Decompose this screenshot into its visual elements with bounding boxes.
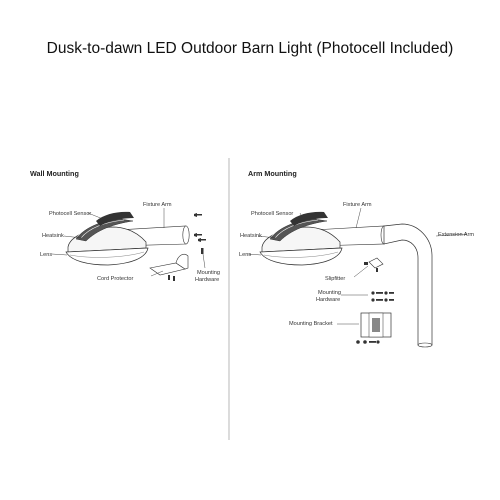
slipfitter-label: Slipfitter (325, 276, 345, 282)
wall-leader-lines (51, 208, 206, 277)
extension-arm (383, 223, 433, 348)
extension-arm-label: Extension Arm (438, 232, 474, 238)
wall-light-fixture (65, 211, 190, 266)
wall-mounting-hardware-label-line1: Mounting (197, 270, 220, 276)
arm-light-fixture (259, 211, 388, 266)
arm-mounting-bolts (371, 291, 394, 302)
page-title: Dusk-to-dawn LED Outdoor Barn Light (Pho… (46, 40, 454, 57)
arm-leader-lines (247, 207, 468, 325)
cord-protector (149, 253, 189, 281)
arm-mounting-heading: Arm Mounting (248, 169, 297, 178)
wall-mounting-hardware-label-line2: Hardware (195, 277, 219, 283)
arm-heatsink-label: Heatsink (240, 233, 262, 239)
slipfitter (364, 257, 384, 272)
arm-mounting-hardware-label-line1: Mounting (318, 290, 341, 296)
wall-heatsink-label: Heatsink (42, 233, 64, 239)
wall-photocell-sensor-label: Photocell Sensor (49, 211, 91, 217)
mounting-bracket-label: Mounting Bracket (289, 321, 333, 327)
mounting-bracket (356, 312, 392, 344)
arm-photocell-sensor-label: Photocell Sensor (251, 211, 293, 217)
wall-cord-protector-label: Cord Protector (97, 276, 134, 282)
wall-mounting-screws (194, 213, 206, 254)
wall-lens-label: Lens (40, 252, 52, 258)
arm-lens-label: Lens (239, 252, 251, 258)
wall-fixture-arm-label: Fixture Arm (143, 202, 172, 208)
wall-mounting-heading: Wall Mounting (30, 169, 79, 178)
arm-mounting-hardware-label-line2: Hardware (316, 297, 340, 303)
arm-fixture-arm-label: Fixture Arm (343, 202, 372, 208)
